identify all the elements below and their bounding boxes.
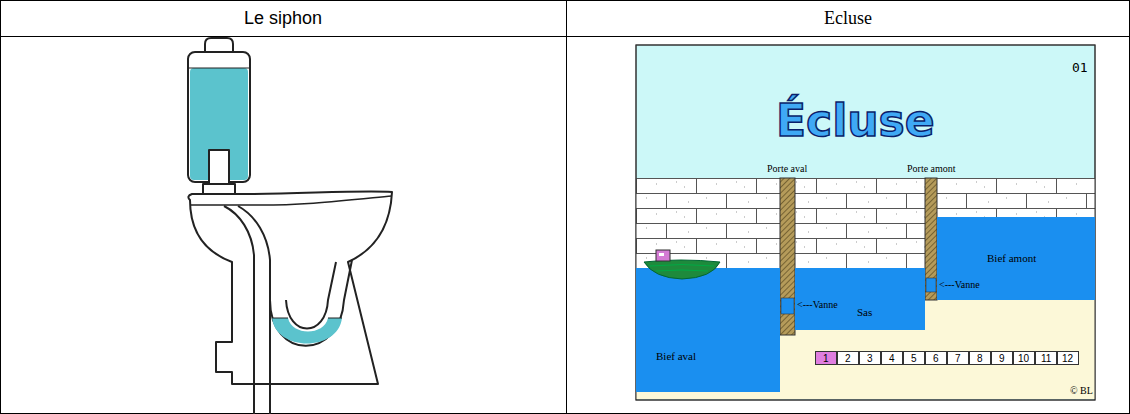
- step-number: 7: [955, 353, 961, 364]
- boat-drawing: [642, 252, 762, 292]
- header-cell: Ecluse: [567, 1, 1129, 36]
- step-number: 4: [889, 353, 895, 364]
- gate-label: Porte amont: [907, 163, 956, 174]
- basin-name: Sas: [857, 306, 872, 318]
- step-number: 8: [977, 353, 983, 364]
- step-number: 2: [845, 353, 851, 364]
- lock-gate: [925, 178, 937, 300]
- step-number: 10: [1018, 353, 1029, 364]
- sluice-valve: [926, 278, 936, 292]
- valve-label: <---Vanne: [797, 299, 838, 310]
- step-button: 8: [969, 351, 991, 365]
- boat-cabin: [656, 250, 670, 261]
- boat-hull: [644, 260, 720, 279]
- sluice-valve: [781, 298, 794, 314]
- basin-name: Bief amont: [987, 252, 1036, 264]
- step-button: 1: [815, 351, 837, 365]
- step-number: 11: [1041, 353, 1051, 364]
- basin-name: Bief aval: [656, 350, 696, 362]
- slide-number: 01: [1072, 60, 1088, 75]
- step-button: 11: [1035, 351, 1057, 365]
- step-button: 3: [859, 351, 881, 365]
- step-button: 10: [1013, 351, 1035, 365]
- lock-drawing: [636, 45, 1095, 400]
- step-button: 5: [903, 351, 925, 365]
- step-button: 7: [947, 351, 969, 365]
- step-button: 9: [991, 351, 1013, 365]
- valve-label: <---Vanne: [939, 279, 980, 290]
- lock-gate: [780, 178, 795, 335]
- step-button: 12: [1057, 351, 1079, 365]
- gate-label: Porte aval: [767, 163, 807, 174]
- step-number: 12: [1062, 353, 1073, 364]
- water-basin: Bief aval: [636, 268, 780, 392]
- step-button: 6: [925, 351, 947, 365]
- step-number: 5: [911, 353, 917, 364]
- boat-hull: [650, 265, 714, 272]
- step-number: 9: [999, 353, 1005, 364]
- column-heading: Ecluse: [824, 8, 872, 29]
- scene-title: Écluse: [776, 95, 935, 146]
- column-heading: Le siphon: [244, 8, 322, 29]
- table-rule: [566, 0, 567, 414]
- step-number: 6: [933, 353, 939, 364]
- boat-window: [659, 253, 664, 256]
- copyright-note: © BL: [1070, 385, 1093, 396]
- step-button: 4: [881, 351, 903, 365]
- step-number: 3: [867, 353, 873, 364]
- step-number: 1: [823, 353, 829, 364]
- toilet-drawing: [188, 38, 392, 414]
- step-button: 2: [837, 351, 859, 365]
- table-rule: [0, 36, 1130, 37]
- header-cell: Le siphon: [1, 1, 566, 36]
